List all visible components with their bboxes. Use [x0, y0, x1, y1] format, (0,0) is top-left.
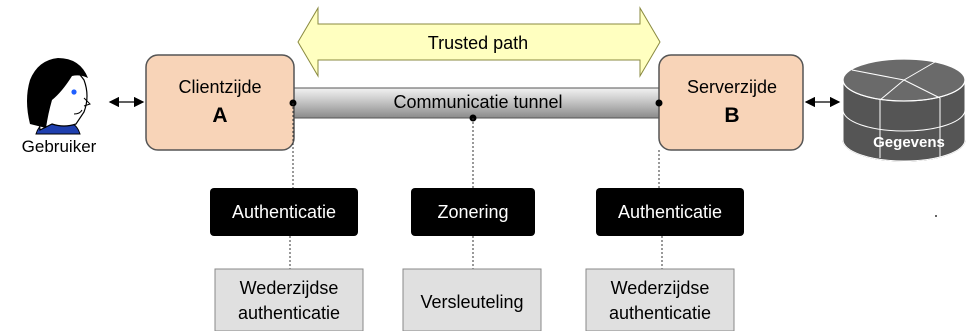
- control-authenticatie-right: Authenticatie: [596, 188, 744, 236]
- measure-line1: Versleuteling: [420, 292, 523, 312]
- measure-line1: Wederzijdse: [611, 278, 710, 298]
- stray-dot: [935, 215, 937, 217]
- server-connection-dot: [655, 99, 663, 107]
- tunnel-label: Communicatie tunnel: [393, 92, 562, 112]
- user-label: Gebruiker: [22, 137, 97, 156]
- client-title: Clientzijde: [178, 77, 261, 97]
- server-box: Serverzijde B: [658, 54, 804, 151]
- control-label: Authenticatie: [232, 202, 336, 222]
- control-zonering: Zonering: [411, 188, 535, 236]
- database-label: Gegevens: [873, 134, 945, 151]
- measure-line1: Wederzijdse: [240, 278, 339, 298]
- measure-versleuteling: Versleuteling: [402, 268, 542, 331]
- measure-wederzijdse-left: Wederzijdse authenticatie: [214, 268, 364, 331]
- dotted-connectors: [289, 103, 663, 269]
- client-letter: A: [212, 104, 227, 127]
- server-letter: B: [724, 104, 739, 127]
- server-title: Serverzijde: [687, 77, 777, 97]
- database-icon: [842, 58, 966, 162]
- user-icon: [27, 58, 91, 135]
- measure-line2: authenticatie: [609, 303, 711, 323]
- measure-line2: authenticatie: [238, 303, 340, 323]
- control-label: Zonering: [437, 202, 508, 222]
- communication-tunnel: Communicatie tunnel: [291, 87, 661, 119]
- control-authenticatie-left: Authenticatie: [210, 188, 358, 236]
- trusted-path-arrow: Trusted path: [297, 6, 661, 78]
- measure-wederzijdse-right: Wederzijdse authenticatie: [585, 268, 735, 331]
- client-box: Clientzijde A: [145, 54, 295, 151]
- control-label: Authenticatie: [618, 202, 722, 222]
- trusted-path-label: Trusted path: [428, 33, 528, 53]
